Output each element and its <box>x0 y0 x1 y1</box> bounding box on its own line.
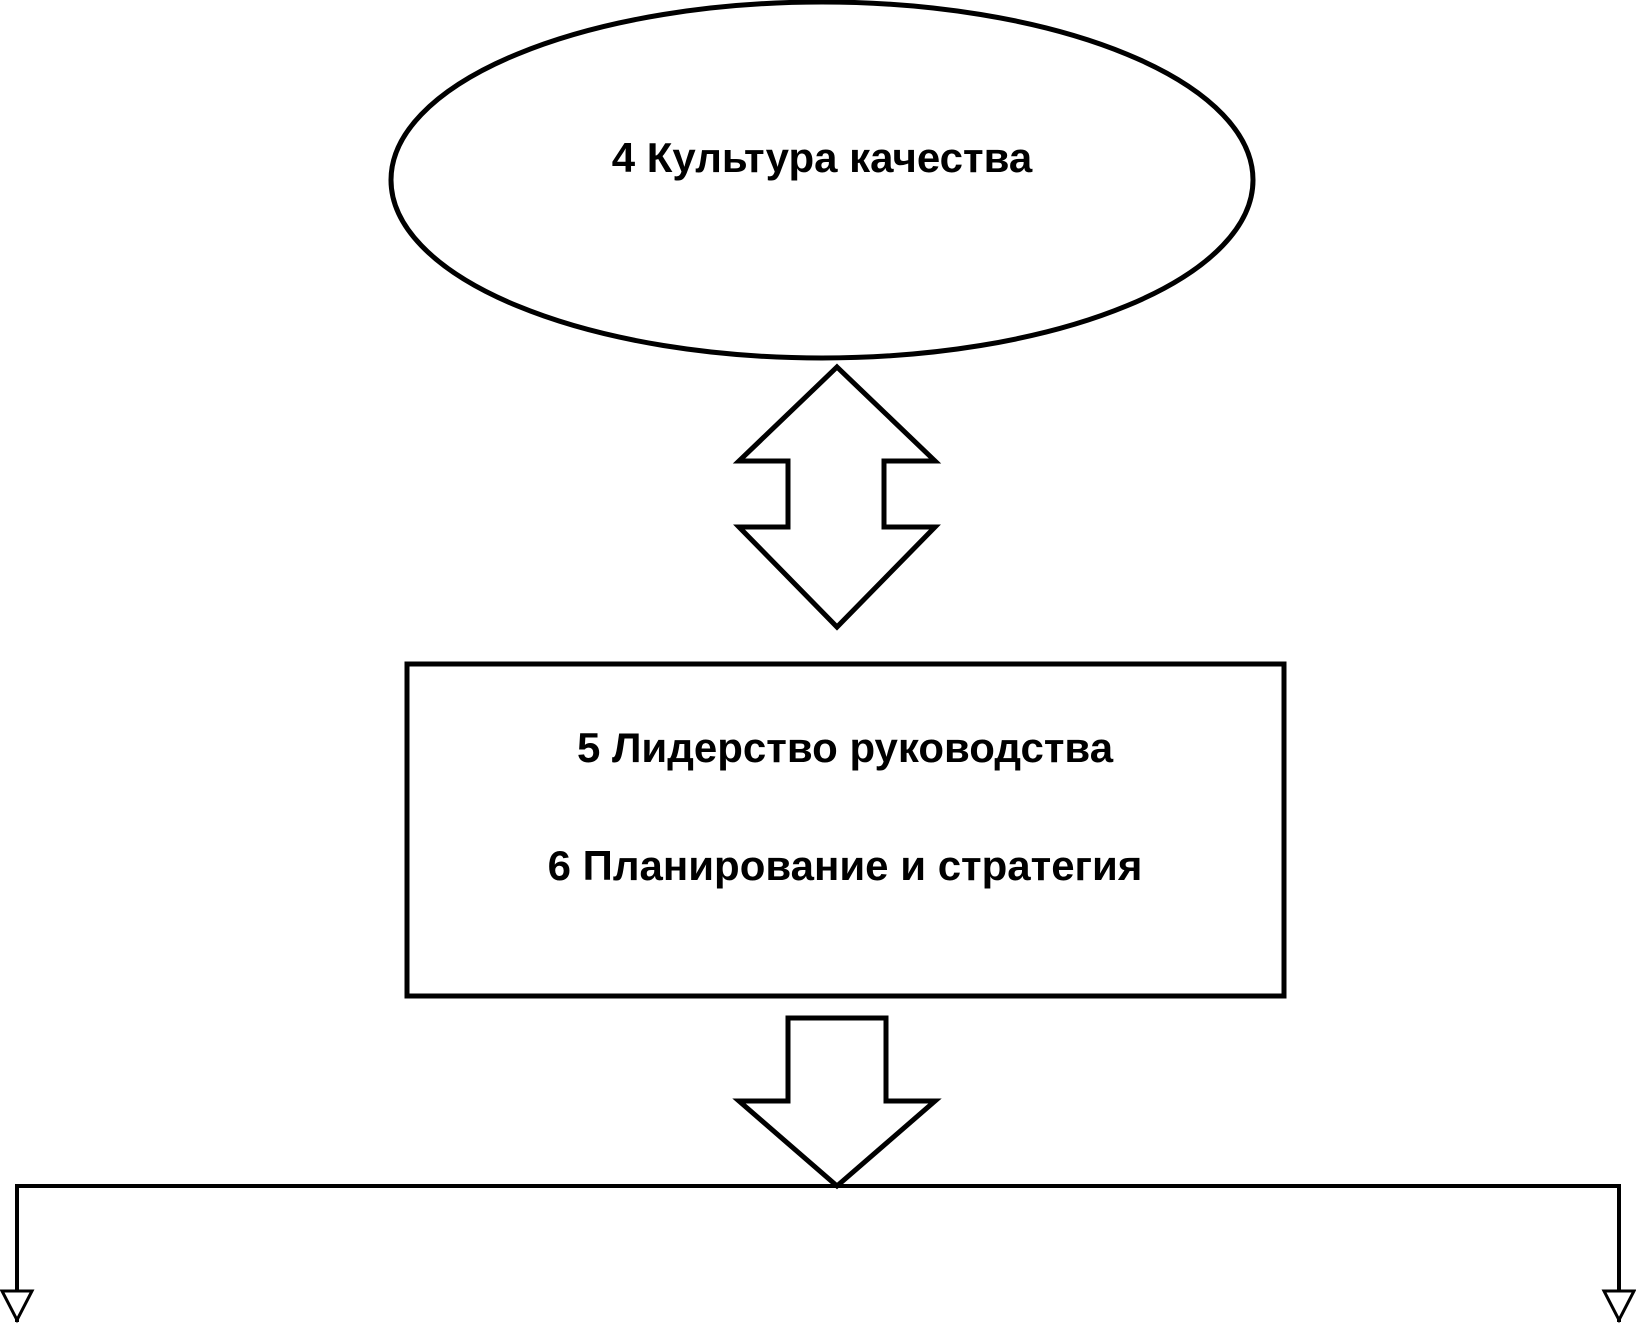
culture-node: 4 Культура качества <box>388 0 1256 361</box>
leadership-planning-box <box>404 661 1287 999</box>
culture-label: 4 Культура качества <box>612 134 1033 181</box>
right-arrowhead-icon <box>1601 1289 1636 1324</box>
distribution-line <box>15 1184 1621 1322</box>
left-arrowhead-icon <box>0 1289 35 1324</box>
leadership-planning-node: 5 Лидерство руководства 6 Планирование и… <box>404 661 1287 999</box>
leadership-label: 5 Лидерство руководства <box>577 724 1114 771</box>
down-arrow <box>732 1015 942 1190</box>
planning-label: 6 Планирование и стратегия <box>548 842 1143 889</box>
bidirectional-arrow <box>732 363 942 631</box>
culture-ellipse <box>388 0 1256 361</box>
